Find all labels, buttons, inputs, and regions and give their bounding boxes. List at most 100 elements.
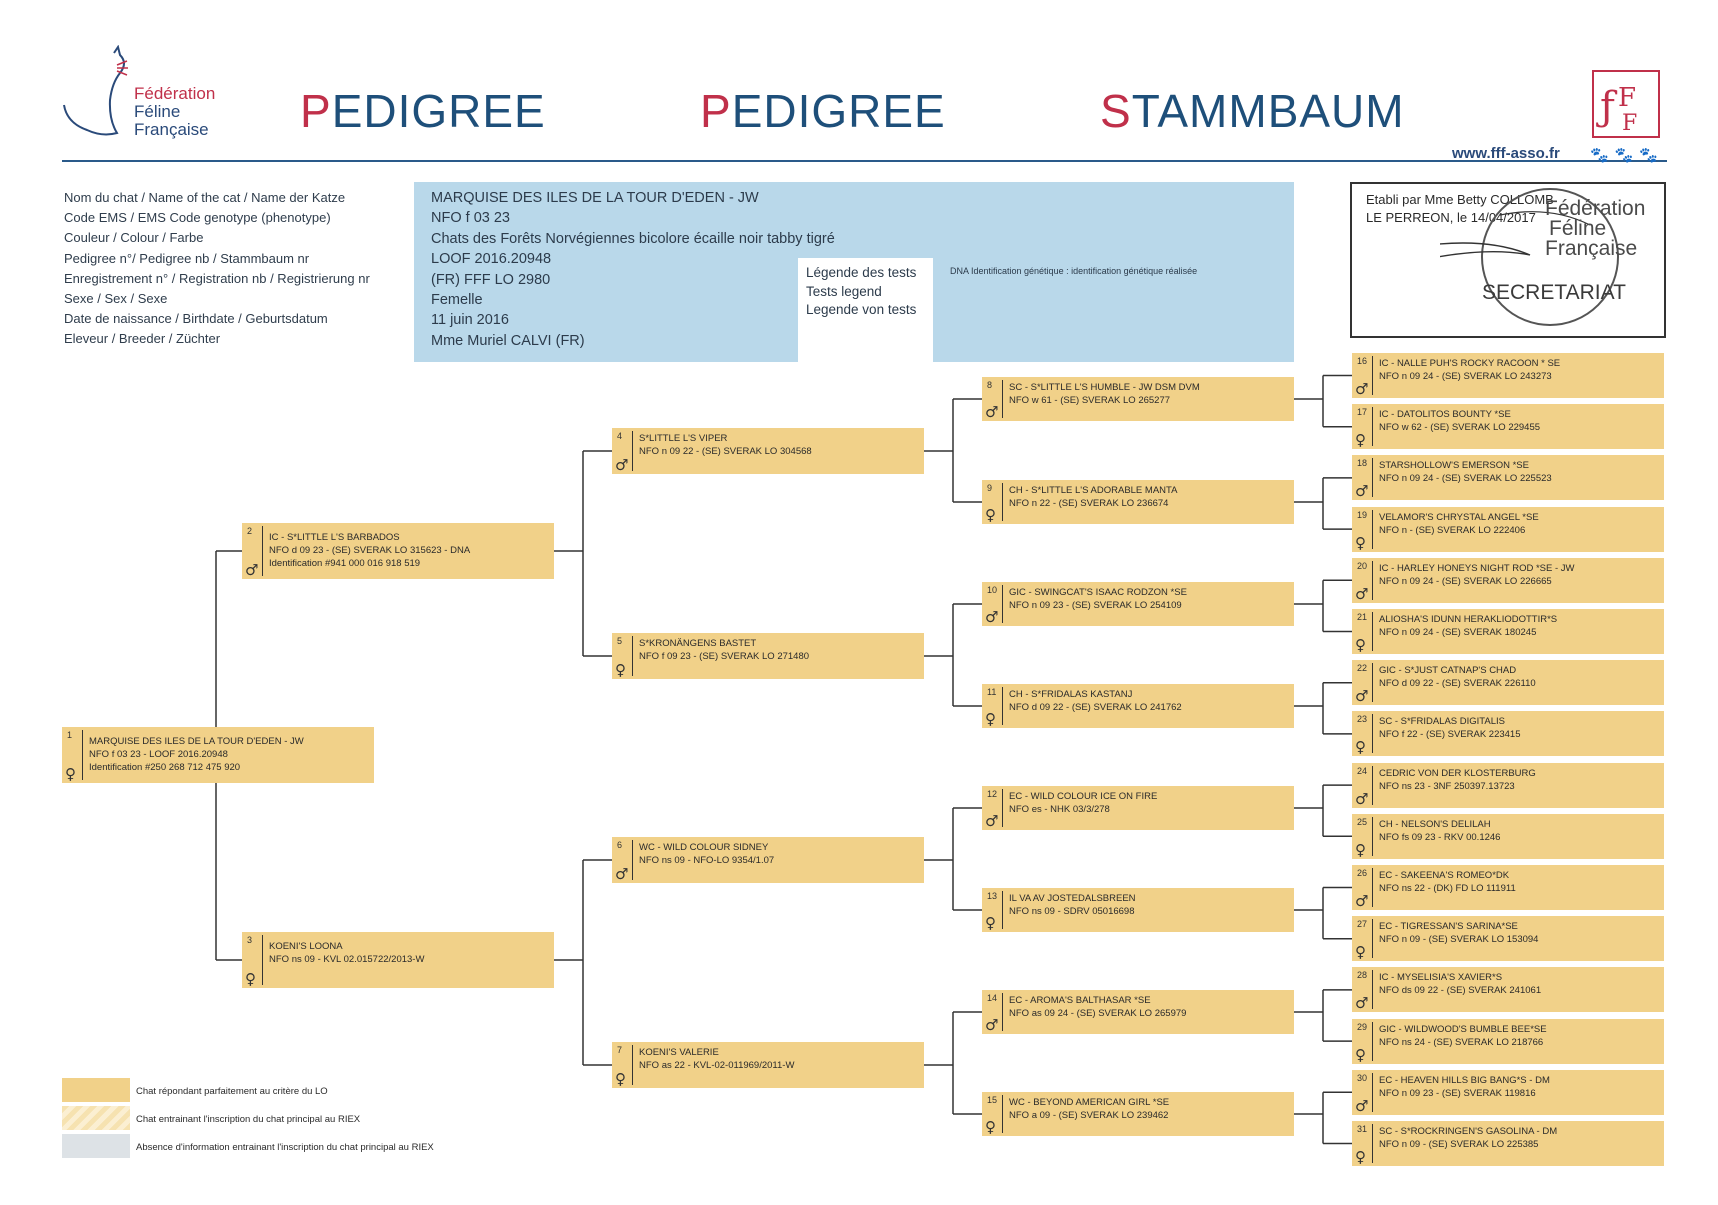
cat-detail-line: IC - S*LITTLE L'S BARBADOS xyxy=(269,532,400,543)
cat-detail-line: NFO n 09 22 - (SE) SVERAK LO 304568 xyxy=(639,446,812,457)
stamp-secretariat: SECRETARIAT xyxy=(1482,281,1626,304)
male-icon: ♂ xyxy=(615,456,629,474)
cat-detail-line: NFO ns 23 - 3NF 250397.13723 xyxy=(1379,780,1515,792)
female-icon: ♀ xyxy=(1355,943,1366,962)
cat-detail-line: ALIOSHA'S IDUNN HERAKLIODOTTIR*S xyxy=(1379,614,1558,625)
cat-detail-line: NFO as 09 24 - (SE) SVERAK LO 265979 xyxy=(1009,1008,1187,1019)
cat-detail-line: SC - S*FRIDALAS DIGITALIS xyxy=(1379,716,1505,728)
cat-detail-line: NFO f 09 23 - (SE) SVERAK LO 271480 xyxy=(639,651,810,662)
cat-number: 6 xyxy=(617,840,623,850)
tests-legend-en: Tests legend xyxy=(806,283,882,299)
cat-number: 29 xyxy=(1357,1021,1368,1032)
cat-detail-line: NFO ds 09 22 - (SE) SVERAK 241061 xyxy=(1379,985,1542,997)
legend-text-lo: Chat répondant parfaitement au critère d… xyxy=(136,1086,328,1097)
cat-number: 10 xyxy=(987,585,998,595)
cat-number: 22 xyxy=(1357,663,1368,674)
female-icon: ♀ xyxy=(985,506,996,524)
website-link[interactable]: www.fff-asso.fr xyxy=(1452,145,1560,162)
logo-line2: Féline xyxy=(134,102,181,121)
cat-detail-line: NFO ns 09 - KVL 02.015722/2013-W xyxy=(269,954,425,965)
value-breeder: Mme Muriel CALVI (FR) xyxy=(431,332,585,349)
label-breeder: Eleveur / Breeder / Züchter xyxy=(64,331,221,347)
cat-detail-line: GIC - S*JUST CATNAP'S CHAD xyxy=(1379,665,1517,677)
cat-number: 15 xyxy=(987,1095,998,1105)
stamp-organisation: Fédération Féline Française xyxy=(1545,198,1645,259)
cat-detail-line: NFO n 09 24 - (SE) SVERAK LO 225523 xyxy=(1379,473,1552,485)
label-ems: Code EMS / EMS Code genotype (phenotype) xyxy=(64,210,331,226)
box-divider xyxy=(1372,663,1373,703)
legend-swatch-lo xyxy=(62,1078,130,1102)
female-icon: ♀ xyxy=(65,765,76,783)
value-pedigree: LOOF 2016.20948 xyxy=(431,251,552,268)
male-icon: ♂ xyxy=(1355,789,1369,808)
box-divider xyxy=(1002,789,1003,827)
header-rule xyxy=(62,160,1667,162)
female-icon: ♀ xyxy=(1355,533,1366,552)
official-stamp-icon xyxy=(1440,188,1619,326)
cat-detail-line: NFO w 61 - (SE) SVERAK LO 265277 xyxy=(1009,395,1171,406)
legend-text-absent: Absence d'information entrainant l'inscr… xyxy=(136,1142,434,1153)
cat-detail-line: CH - NELSON'S DELILAH xyxy=(1379,818,1491,830)
cat-number: 5 xyxy=(617,636,623,646)
cat-number: 13 xyxy=(987,891,998,901)
cat-number: 11 xyxy=(987,687,997,697)
cat-number: 7 xyxy=(617,1045,623,1055)
male-icon: ♂ xyxy=(1355,994,1369,1013)
value-colour: Chats des Forêts Norvégiennes bicolore é… xyxy=(431,230,835,247)
cat-number: 16 xyxy=(1357,356,1368,366)
cat-detail-line: VELAMOR'S CHRYSTAL ANGEL *SE xyxy=(1379,511,1539,523)
value-birthdate: 11 juin 2016 xyxy=(431,312,509,329)
box-divider xyxy=(1002,993,1003,1031)
cat-number: 21 xyxy=(1357,612,1368,622)
female-icon: ♀ xyxy=(985,1118,996,1136)
box-divider xyxy=(1372,919,1373,959)
cat-detail-line: NFO n - (SE) SVERAK LO 222406 xyxy=(1379,524,1526,536)
male-icon: ♂ xyxy=(1355,1096,1369,1115)
female-icon: ♀ xyxy=(1355,431,1366,450)
male-icon: ♂ xyxy=(985,1016,999,1034)
cat-detail-line: NFO n 09 24 - (SE) SVERAK LO 226665 xyxy=(1379,575,1552,587)
cat-number: 2 xyxy=(247,526,253,536)
female-icon: ♀ xyxy=(1355,1148,1366,1166)
cat-number: 23 xyxy=(1357,714,1368,725)
cat-number: 26 xyxy=(1357,868,1368,878)
cat-detail-line: Identification #941 000 016 918 519 xyxy=(269,558,421,569)
dna-identification: DNA Identification génétique : identific… xyxy=(950,266,1198,276)
cat-number: 18 xyxy=(1357,458,1368,469)
box-divider xyxy=(1002,891,1003,929)
cat-detail-line: IL VA AV JOSTEDALSBREEN xyxy=(1009,893,1136,904)
box-divider xyxy=(1372,560,1373,600)
box-divider xyxy=(1372,1072,1373,1112)
cat-detail-line: MARQUISE DES ILES DE LA TOUR D'EDEN - JW xyxy=(89,736,304,747)
cat-detail-line: NFO ns 24 - (SE) SVERAK LO 218766 xyxy=(1379,1036,1544,1048)
box-divider xyxy=(1372,458,1373,498)
cat-number: 19 xyxy=(1357,509,1368,520)
cat-detail-line: EC - WILD COLOUR ICE ON FIRE xyxy=(1009,791,1158,802)
cat-detail-line: CH - S*FRIDALAS KASTANJ xyxy=(1009,689,1133,700)
tests-legend-fr: Légende des tests xyxy=(806,265,917,280)
box-divider xyxy=(1372,509,1373,549)
cat-detail-line: IC - DATOLITOS BOUNTY *SE xyxy=(1379,409,1511,421)
box-divider xyxy=(632,431,633,471)
cat-detail-line: EC - HEAVEN HILLS BIG BANG*S - DM xyxy=(1379,1074,1550,1086)
male-icon: ♂ xyxy=(1355,687,1369,706)
cat-detail-line: NFO ns 22 - (DK) FD LO 111911 xyxy=(1379,883,1516,894)
box-divider xyxy=(1372,970,1373,1010)
